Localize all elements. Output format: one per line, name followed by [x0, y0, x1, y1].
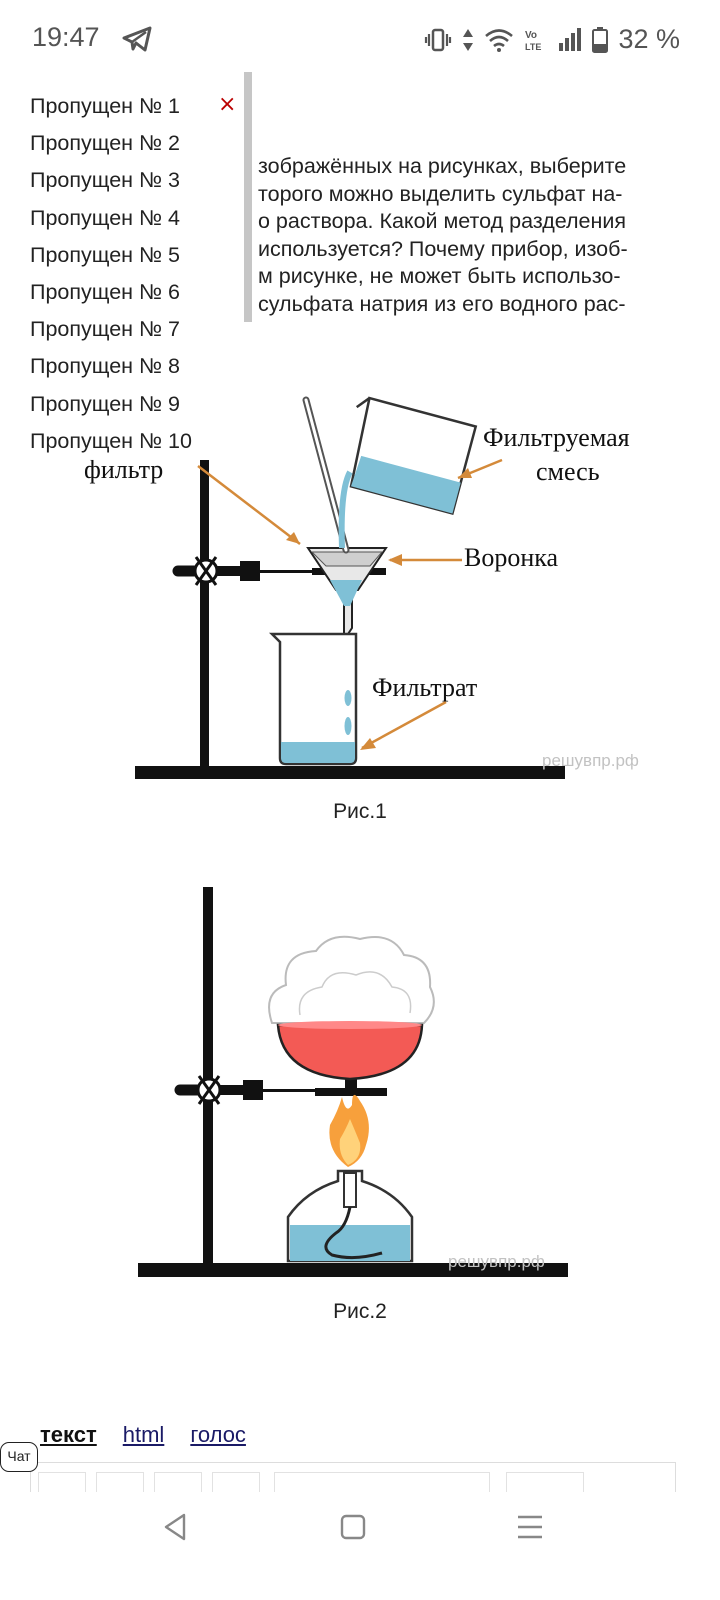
figure2-caption: Рис.2: [333, 1300, 387, 1323]
status-time: 19:47: [32, 22, 100, 52]
menu-icon[interactable]: [515, 1512, 545, 1542]
editor-toolbar-slot[interactable]: [212, 1472, 260, 1492]
skipped-item[interactable]: Пропущен № 7: [30, 317, 181, 342]
battery-icon: [592, 26, 609, 53]
pouring-beaker: [349, 396, 478, 516]
editor-toolbar-slot[interactable]: [506, 1472, 584, 1492]
article-line: торого можно выделить сульфат на-: [258, 181, 623, 206]
status-bar: 19:47 Vo LTE: [0, 0, 720, 78]
editor-toolbar-slot[interactable]: [96, 1472, 144, 1492]
article-text: зображённых на рисунках, выберите торого…: [258, 153, 678, 318]
tab-voice[interactable]: голос: [190, 1422, 246, 1447]
figure1-caption: Рис.1: [333, 800, 387, 823]
home-icon[interactable]: [340, 1512, 366, 1542]
battery-percent: 32 %: [618, 24, 680, 54]
stand-rod: [203, 887, 213, 1265]
telegram-icon: [122, 26, 152, 52]
navigation-bar: [0, 1492, 720, 1600]
article-line: зображённых на рисунках, выберите: [258, 154, 627, 178]
skipped-item[interactable]: Пропущен № 10: [30, 428, 192, 453]
skipped-list: Пропущен № 1 Пропущен № 2 Пропущен № 3 П…: [0, 88, 245, 460]
article-line: используется? Почему прибор, изоб-: [258, 236, 628, 261]
receiving-beaker: [268, 632, 358, 766]
stand-base: [138, 1263, 568, 1277]
answer-editor[interactable]: [30, 1462, 676, 1492]
skipped-item[interactable]: Пропущен № 5: [30, 242, 181, 267]
figure-filtration: фильтр Фильтруемая смесь Воронка Фильтра…: [84, 396, 639, 779]
article-line: о раствора. Какой метод разделения: [258, 209, 627, 233]
svg-text:Vo: Vo: [525, 30, 537, 41]
skipped-item[interactable]: Пропущен № 1: [30, 94, 181, 118]
watermark: решувпр.рф: [542, 751, 639, 770]
skipped-item[interactable]: Пропущен № 6: [30, 279, 181, 304]
arrow-filter: [197, 465, 301, 545]
volte-icon: Vo LTE: [525, 30, 541, 52]
editor-toolbar-slot[interactable]: [154, 1472, 202, 1492]
label-mixture-2: смесь: [536, 457, 600, 486]
status-icons: Vo LTE 32 %: [424, 24, 680, 55]
stand-base: [135, 766, 565, 779]
tab-text[interactable]: текст: [40, 1422, 97, 1447]
wifi-icon: [485, 28, 514, 52]
article-line: м рисунке, не может быть использо-: [258, 264, 621, 288]
watermark: решувпр.рф: [448, 1252, 545, 1271]
vibrate-icon: [425, 28, 452, 51]
back-icon[interactable]: [160, 1512, 190, 1542]
editor-toolbar-slot[interactable]: [274, 1472, 490, 1492]
label-funnel: Воронка: [464, 543, 558, 572]
figure-evaporation: решувпр.рф: [138, 887, 568, 1277]
mode-tabs: текст html голос: [40, 1422, 246, 1448]
skipped-item[interactable]: Пропущен № 9: [30, 391, 181, 416]
label-mixture-1: Фильтруемая: [483, 423, 630, 452]
stand-rod: [200, 460, 209, 768]
article-line: сульфата натрия из его водного рас-: [258, 291, 626, 316]
skipped-item[interactable]: Пропущен № 8: [30, 354, 181, 379]
skipped-item[interactable]: Пропущен № 2: [30, 131, 181, 156]
arrow-filtrate: [361, 700, 447, 750]
skipped-item[interactable]: Пропущен № 3: [30, 168, 181, 193]
editor-toolbar-slot[interactable]: [38, 1472, 86, 1492]
chat-button[interactable]: Чат: [0, 1442, 38, 1472]
data-arrows-icon: [463, 28, 474, 51]
skipped-item[interactable]: Пропущен № 4: [30, 205, 181, 230]
close-icon[interactable]: ×: [218, 92, 237, 117]
scrollbar[interactable]: [244, 72, 252, 322]
tab-html[interactable]: html: [122, 1422, 165, 1447]
evaporating-dish: [276, 1023, 424, 1081]
steam-cloud: [268, 935, 435, 1024]
ring-support: [315, 1088, 387, 1096]
signal-icon: [559, 27, 582, 51]
label-filtrate: Фильтрат: [372, 673, 477, 702]
svg-text:LTE: LTE: [525, 42, 541, 52]
